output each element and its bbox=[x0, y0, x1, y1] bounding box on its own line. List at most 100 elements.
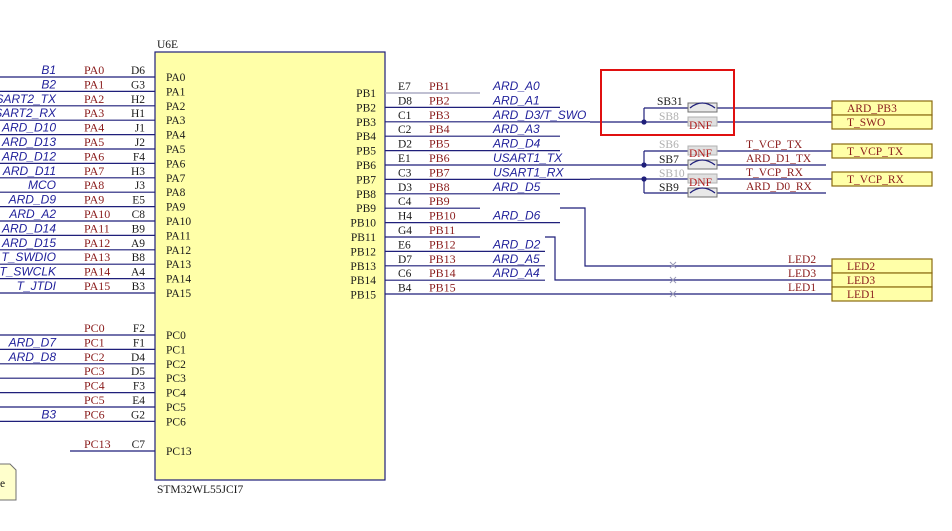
sb7-label: SB7 bbox=[659, 154, 679, 166]
pin-number: D5 bbox=[131, 366, 145, 378]
port-label: PC6 bbox=[84, 407, 105, 421]
solder-bridge-sb31[interactable]: SB31 bbox=[657, 96, 718, 113]
sb6-label: SB6 bbox=[659, 139, 679, 151]
port-label: PC13 bbox=[84, 437, 111, 451]
pin-name: PB8 bbox=[356, 189, 376, 201]
port-label: PB15 bbox=[429, 281, 456, 295]
port-label: PB2 bbox=[429, 93, 450, 107]
port-label: PB11 bbox=[429, 223, 455, 237]
port-label: PC3 bbox=[84, 364, 105, 378]
net-label: ARD_D10 bbox=[1, 121, 56, 135]
port-label: PC4 bbox=[84, 379, 105, 393]
solder-bridge-sb8[interactable]: SB8 DNF bbox=[659, 111, 718, 132]
port-label: PC0 bbox=[84, 321, 105, 335]
pin-number: C1 bbox=[398, 110, 412, 122]
mcu-chip-body[interactable] bbox=[154, 51, 386, 481]
pin-name: PA1 bbox=[166, 86, 186, 98]
offsheet-t-swo[interactable]: T_SWO bbox=[831, 114, 933, 130]
net-label: T_SWCLK bbox=[0, 265, 57, 279]
solder-bridge-sb9[interactable]: SB9 bbox=[659, 182, 718, 198]
sb10-label: SB10 bbox=[659, 168, 685, 180]
offsheet-t-vcp-tx[interactable]: T_VCP_TX bbox=[831, 143, 933, 159]
port-label: PA6 bbox=[84, 149, 104, 163]
pin-number: G2 bbox=[131, 409, 145, 421]
pin-name: PA13 bbox=[166, 259, 191, 271]
pin-name: PA0 bbox=[166, 72, 186, 84]
pin-number: E6 bbox=[398, 239, 411, 251]
port-label: PB14 bbox=[429, 266, 456, 280]
net-label: USART1_RX bbox=[493, 165, 564, 179]
port-label: PA8 bbox=[84, 178, 104, 192]
pin-name: PA6 bbox=[166, 158, 186, 170]
pin-name: PB6 bbox=[356, 160, 376, 172]
net-label: B1 bbox=[41, 63, 56, 77]
offsheet-led2[interactable]: LED2 bbox=[831, 258, 933, 274]
solder-bridge-sb6[interactable]: SB6 DNF bbox=[659, 139, 718, 160]
pin-number: J1 bbox=[135, 123, 145, 135]
offsheet-led3[interactable]: LED3 bbox=[831, 272, 933, 288]
sb8-dnf-label: DNF bbox=[689, 120, 712, 132]
solder-bridge-sb7[interactable]: SB7 bbox=[659, 154, 718, 170]
corner-note[interactable]: e bbox=[0, 463, 17, 501]
net-label: ARD_A4 bbox=[492, 266, 540, 280]
pin-number: D6 bbox=[131, 65, 145, 77]
net-label: MCO bbox=[28, 178, 56, 192]
wire-label-t-vcp-tx: T_VCP_TX bbox=[746, 139, 803, 151]
offsheet-t-vcp-rx[interactable]: T_VCP_RX bbox=[831, 171, 933, 187]
solder-bridge-sb10[interactable]: SB10 DNF bbox=[659, 168, 718, 189]
port-label: PA7 bbox=[84, 164, 104, 178]
port-label: PA11 bbox=[84, 221, 110, 235]
pin-number: D7 bbox=[398, 254, 412, 266]
offsheet-led2-label: LED2 bbox=[847, 261, 875, 273]
pin-name: PC4 bbox=[166, 388, 186, 400]
offsheet-led1[interactable]: LED1 bbox=[831, 286, 933, 302]
port-label: PA0 bbox=[84, 63, 104, 77]
net-label: ARD_A1 bbox=[492, 93, 540, 107]
port-label: PC2 bbox=[84, 350, 105, 364]
pin-number: C7 bbox=[132, 439, 146, 451]
port-label: PA12 bbox=[84, 236, 110, 250]
offsheet-ard-pb3[interactable]: ARD_PB3 bbox=[831, 100, 933, 116]
